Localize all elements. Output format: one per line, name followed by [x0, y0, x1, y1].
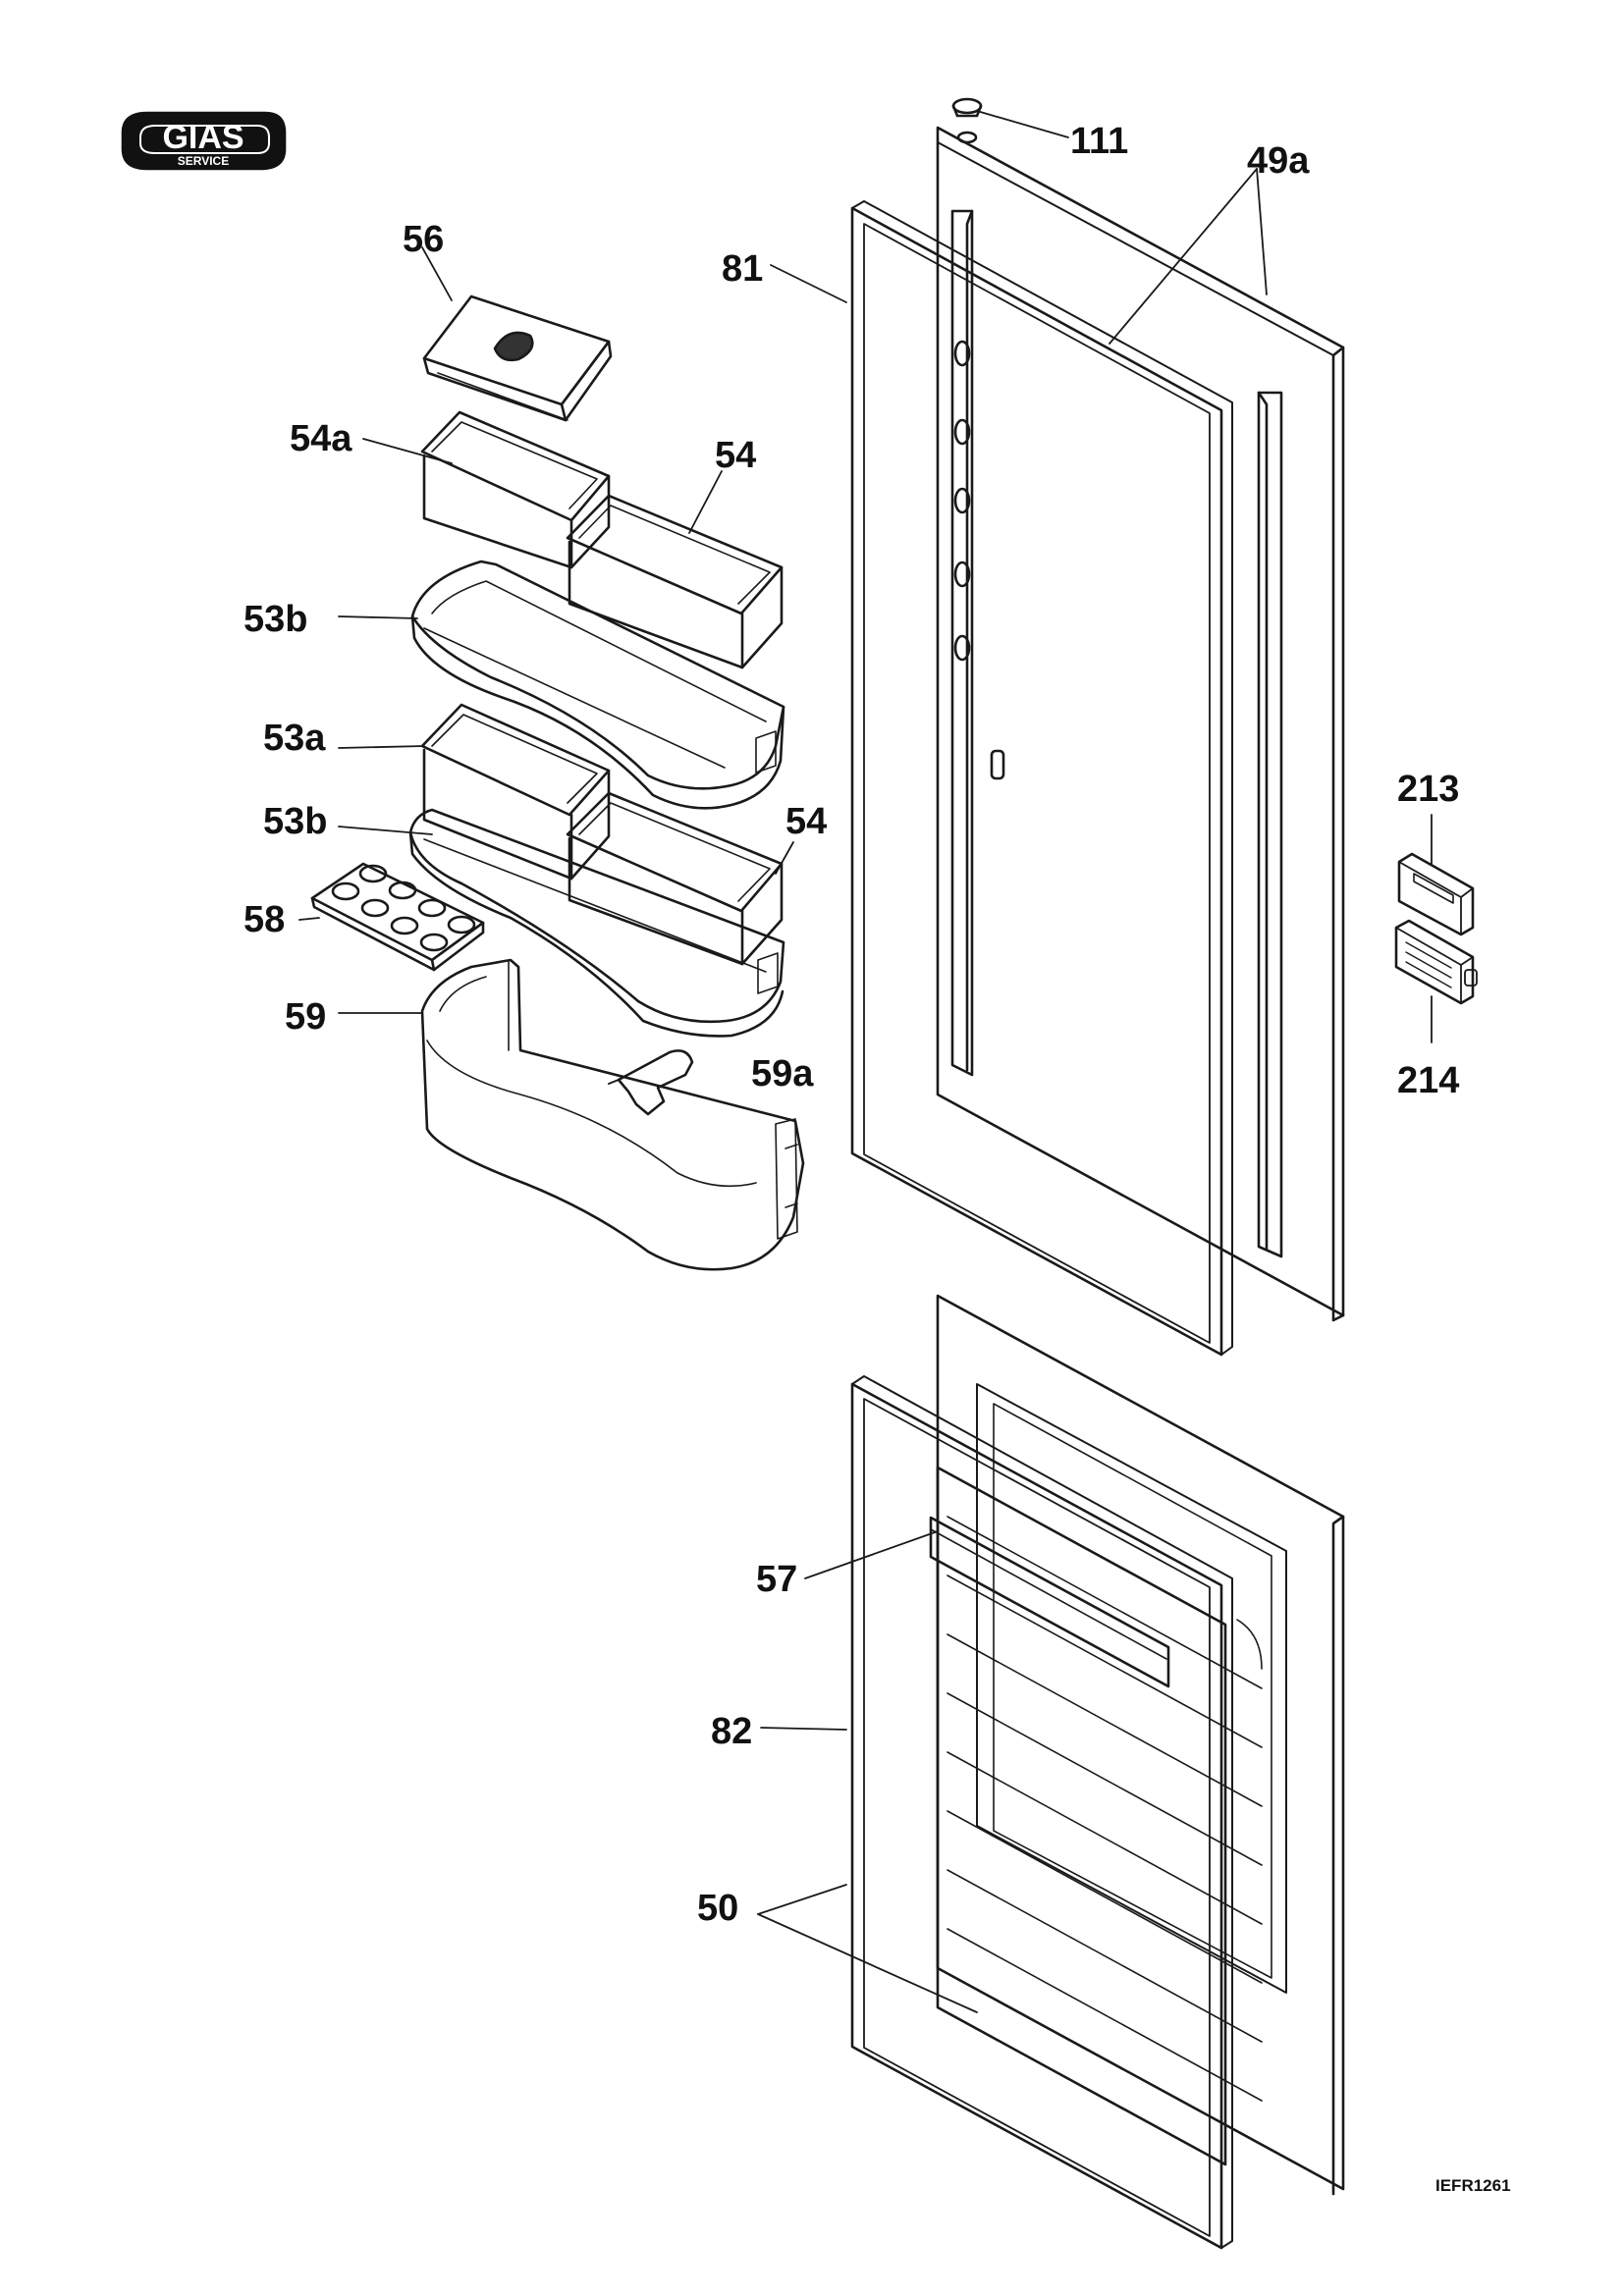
label-53b-upper: 53b: [243, 599, 308, 640]
label-213: 213: [1397, 769, 1460, 810]
plug-111: [951, 97, 983, 144]
fridge-door-panel: [936, 126, 1345, 1322]
butter-dish-lid-56: [422, 294, 613, 422]
part-213: [1397, 852, 1475, 936]
label-50: 50: [697, 1888, 739, 1929]
logo-sub-text: SERVICE: [178, 154, 229, 168]
small-box-54a: [420, 410, 611, 569]
fridge-door-gasket-81: [850, 200, 1233, 1357]
label-214: 214: [1397, 1060, 1460, 1101]
label-53b-lower: 53b: [263, 801, 328, 842]
small-box-53a: [420, 703, 611, 881]
logo-brand-text: GIAS: [162, 119, 243, 156]
bottle-shelf-59: [420, 958, 805, 1271]
door-shelf-53b-upper: [410, 560, 785, 810]
egg-tray-58: [310, 862, 485, 972]
label-53a: 53a: [263, 718, 326, 759]
freezer-door-panel: [936, 1294, 1345, 2196]
leader-lines: [298, 110, 1433, 2013]
small-box-54-lower: [566, 791, 784, 966]
label-57: 57: [756, 1559, 798, 1600]
drawing-code: IEFR1261: [1435, 2176, 1511, 2195]
part-214: [1394, 919, 1478, 1005]
door-shelf-53b-lower: [408, 808, 785, 1038]
label-49a: 49a: [1247, 140, 1310, 182]
label-59: 59: [285, 996, 327, 1038]
label-54a: 54a: [290, 418, 352, 459]
label-111: 111: [1070, 121, 1129, 162]
small-box-54-upper: [566, 494, 784, 669]
label-59a: 59a: [751, 1053, 814, 1095]
bottle-holder-59a: [608, 1049, 694, 1116]
label-82: 82: [711, 1711, 753, 1752]
label-81: 81: [722, 248, 764, 290]
gias-logo: [121, 111, 287, 171]
label-54-lower: 54: [785, 801, 828, 842]
label-54-upper: 54: [715, 435, 757, 476]
freezer-handle-57: [929, 1516, 1170, 1688]
label-56: 56: [403, 219, 445, 260]
label-58: 58: [243, 899, 286, 940]
freezer-inner-liner-50: [936, 1466, 1263, 2166]
freezer-door-gasket-82: [850, 1375, 1233, 2250]
